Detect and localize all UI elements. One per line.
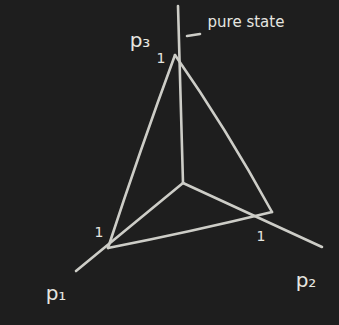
simplex-edge xyxy=(175,55,272,212)
p1-axis xyxy=(76,183,183,271)
axis-label: 1 xyxy=(157,51,166,65)
leader-dash xyxy=(187,34,200,36)
simplex-edge xyxy=(108,55,175,248)
axis-label: 1 xyxy=(95,225,104,239)
p3-axis xyxy=(178,6,183,183)
axis-label: p₃ xyxy=(130,30,151,50)
simplex-edge xyxy=(108,212,272,248)
axis-label: p₂ xyxy=(296,270,317,290)
annotation: pure state xyxy=(208,15,285,30)
axis-label: 1 xyxy=(257,229,266,243)
axis-label: p₁ xyxy=(46,283,67,303)
p2-axis xyxy=(183,183,322,247)
